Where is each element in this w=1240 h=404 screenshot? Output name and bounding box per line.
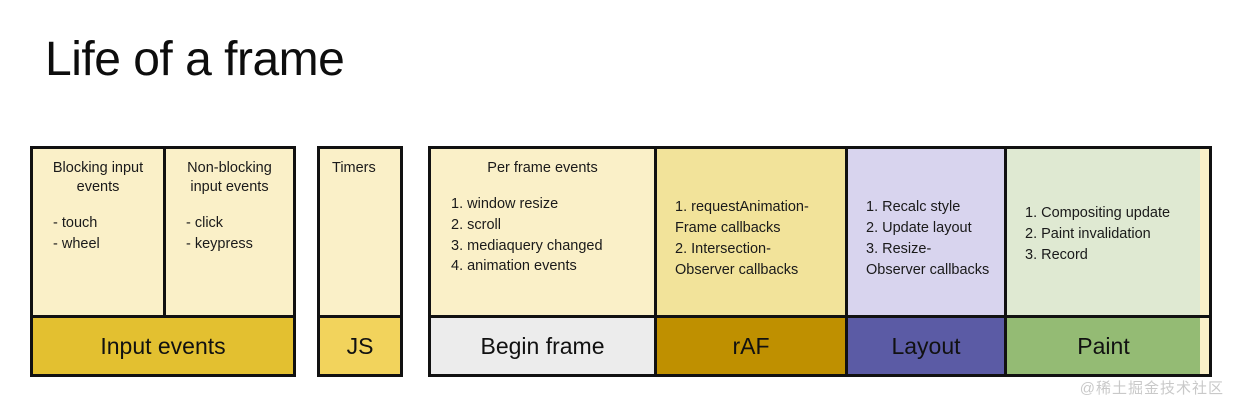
list-item: - wheel bbox=[53, 235, 100, 252]
list-item: - click bbox=[186, 214, 224, 231]
column-paint-steps: 1. Compositing update 2. Paint invalidat… bbox=[1004, 149, 1200, 315]
paint-steps-list: 1. Compositing update 2. Paint invalidat… bbox=[1015, 203, 1192, 266]
input-events-footer-band: Input events bbox=[33, 315, 293, 374]
input-events-body: Blocking input events - touch - wheel No… bbox=[33, 149, 293, 315]
list-item: 2. Update layout bbox=[866, 219, 972, 236]
js-footer: JS bbox=[320, 318, 400, 374]
list-item: 1. window resize bbox=[451, 195, 559, 212]
list-item: - touch bbox=[53, 214, 98, 231]
column-timers: Timers bbox=[320, 149, 400, 315]
page-title: Life of a frame bbox=[45, 33, 345, 86]
list-item: 1. requestAnimation- Frame callbacks bbox=[675, 199, 809, 236]
list-item: 4. animation events bbox=[451, 258, 577, 275]
blocking-input-events-list: - touch - wheel bbox=[41, 213, 155, 255]
column-layout-steps: 1. Recalc style 2. Update layout 3. Resi… bbox=[845, 149, 1004, 315]
input-events-footer: Input events bbox=[33, 318, 293, 374]
blocking-input-events-heading: Blocking input events bbox=[52, 160, 144, 195]
list-item: 3. Record bbox=[1025, 246, 1088, 263]
column-blocking-input-events: Blocking input events - touch - wheel bbox=[33, 149, 163, 315]
layout-footer: Layout bbox=[845, 318, 1004, 374]
list-item: 2. scroll bbox=[451, 216, 501, 233]
per-frame-events-heading: Per frame events bbox=[487, 160, 598, 176]
watermark: @稀土掘金技术社区 bbox=[1079, 380, 1224, 397]
column-non-blocking-input-events: Non-blocking input events - click - keyp… bbox=[163, 149, 293, 315]
raf-callbacks-list: 1. requestAnimation- Frame callbacks 2. … bbox=[665, 197, 837, 281]
raf-footer: rAF bbox=[654, 318, 845, 374]
list-item: - keypress bbox=[186, 235, 253, 252]
non-blocking-input-events-list: - click - keypress bbox=[174, 213, 285, 255]
timers-group: Timers JS bbox=[317, 146, 403, 377]
list-item: 2. Intersection- Observer callbacks bbox=[675, 240, 799, 278]
layout-steps-list: 1. Recalc style 2. Update layout 3. Resi… bbox=[856, 197, 996, 281]
frame-footer-band: Begin frame rAF Layout Paint bbox=[431, 315, 1209, 374]
frame-group: Per frame events 1. window resize 2. scr… bbox=[428, 146, 1212, 377]
frame-body: Per frame events 1. window resize 2. scr… bbox=[431, 149, 1209, 315]
non-blocking-input-events-heading: Non-blocking input events bbox=[187, 160, 272, 195]
paint-footer: Paint bbox=[1004, 318, 1200, 374]
list-item: 3. mediaquery changed bbox=[451, 237, 603, 254]
list-item: 1. Compositing update bbox=[1025, 205, 1171, 221]
input-events-group: Blocking input events - touch - wheel No… bbox=[30, 146, 296, 377]
begin-frame-footer: Begin frame bbox=[431, 318, 654, 374]
list-item: 2. Paint invalidation bbox=[1025, 225, 1151, 242]
list-item: 3. Resize- Observer callbacks bbox=[866, 240, 990, 278]
column-per-frame-events: Per frame events 1. window resize 2. scr… bbox=[431, 149, 654, 315]
list-item: 1. Recalc style bbox=[866, 199, 961, 215]
column-raf-callbacks: 1. requestAnimation- Frame callbacks 2. … bbox=[654, 149, 845, 315]
timers-heading: Timers bbox=[332, 160, 376, 176]
timers-body: Timers bbox=[320, 149, 400, 315]
js-footer-band: JS bbox=[320, 315, 400, 374]
per-frame-events-list: 1. window resize 2. scroll 3. mediaquery… bbox=[439, 194, 646, 278]
